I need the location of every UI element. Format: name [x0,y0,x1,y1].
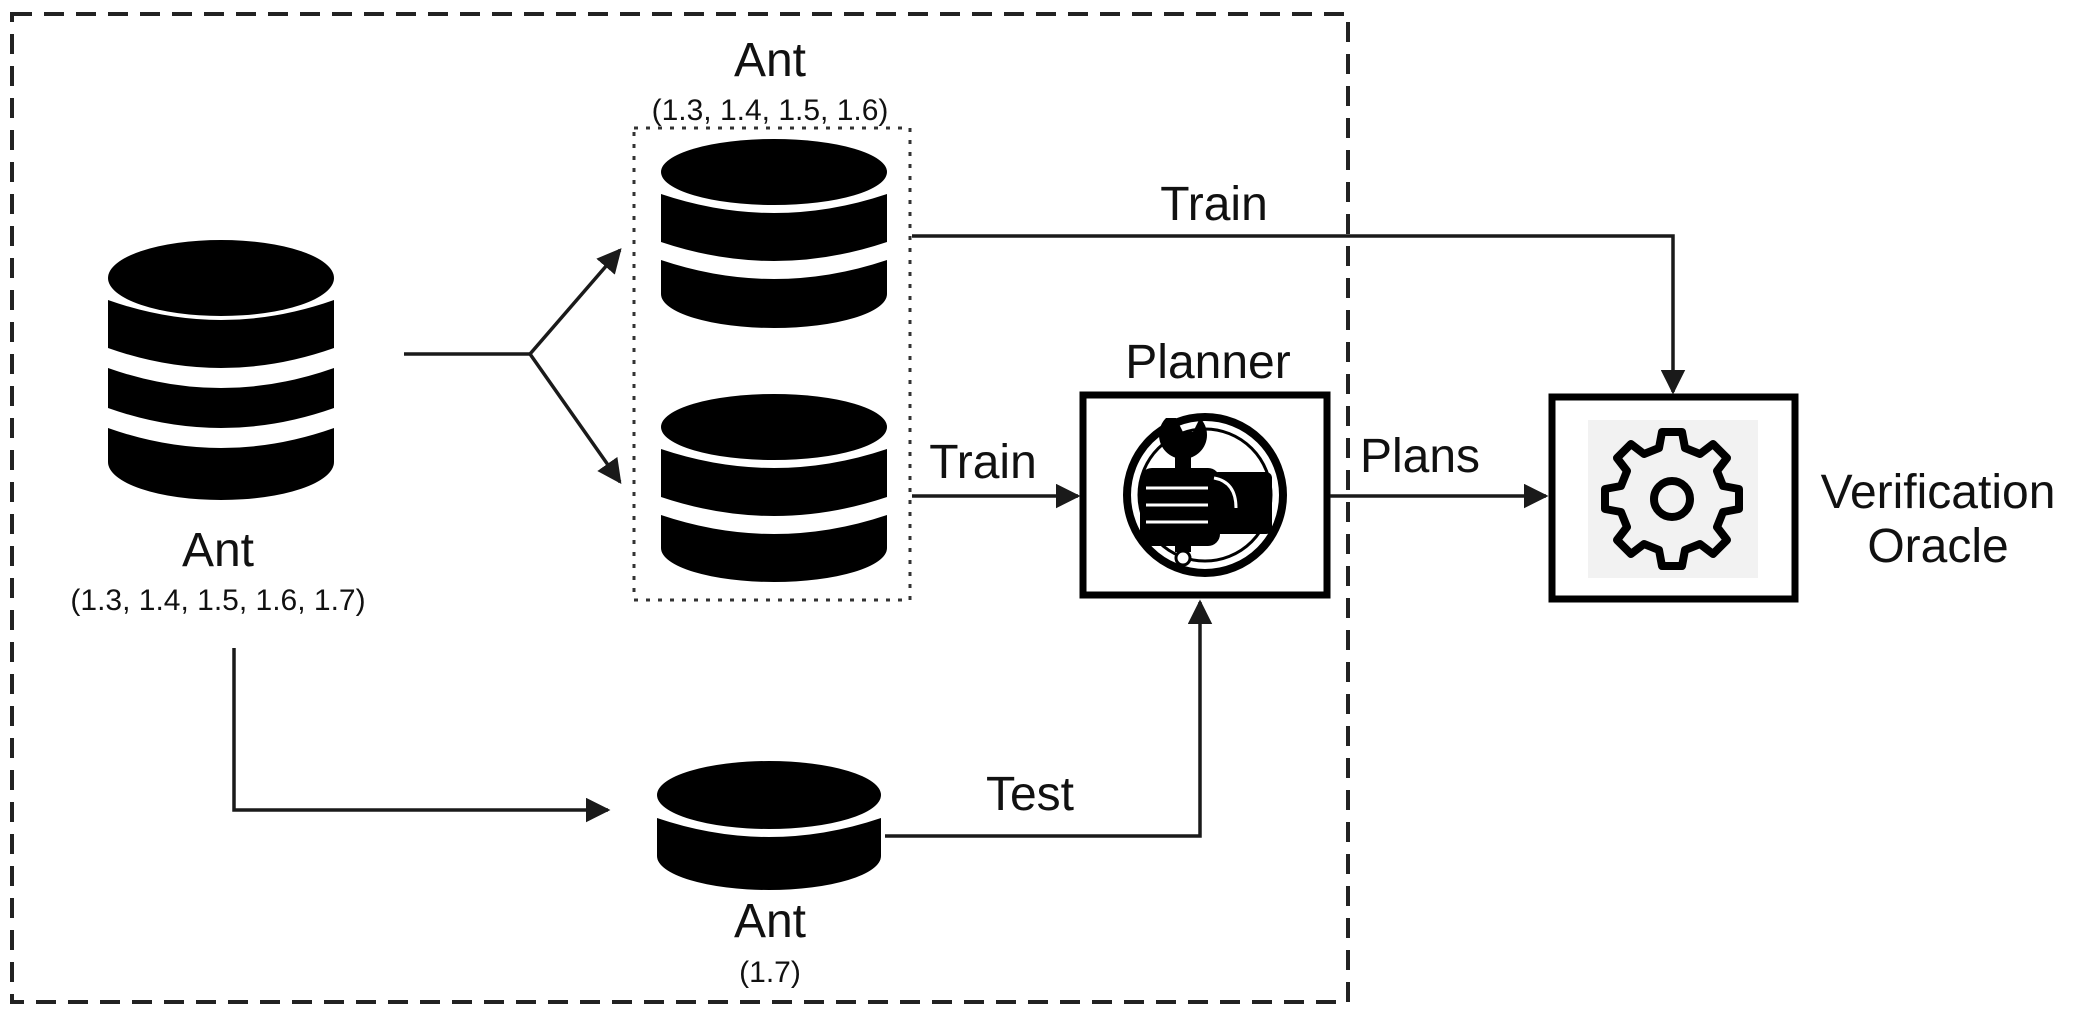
train-database-icon-2 [661,394,887,582]
train-database-icon-1 [661,139,887,328]
oracle-label-line2: Oracle [1867,520,2008,573]
wrench-fist-icon [1123,413,1287,577]
test-database-icon [657,761,881,890]
train-to-oracle-arrow [912,234,1686,395]
edge-label-plans: Plans [1360,430,1480,483]
source-db-versions: (1.3, 1.4, 1.5, 1.6, 1.7) [70,584,365,617]
outer-dashed-boundary [10,12,1350,1004]
edge-label-train-planner: Train [929,436,1037,489]
source-to-test-arrow [232,648,611,823]
edge-label-test: Test [986,768,1074,821]
test-to-planner-arrow [885,599,1213,838]
split-arrow-upper [528,248,622,356]
test-db-versions: (1.7) [739,956,801,989]
planner-label: Planner [1125,336,1290,389]
oracle-icon-backdrop [1588,420,1758,578]
edge-label-train-oracle: Train [1160,178,1268,231]
source-db-name: Ant [182,524,254,577]
train-db-versions: (1.3, 1.4, 1.5, 1.6) [652,94,889,127]
split-arrow-lower [528,352,622,485]
source-database-icon [108,240,334,500]
train-db-group-boundary [632,126,912,602]
train-db-name: Ant [734,34,806,87]
test-db-name: Ant [734,895,806,948]
gear-icon [1601,428,1743,570]
oracle-label-line1: Verification [1821,466,2056,519]
